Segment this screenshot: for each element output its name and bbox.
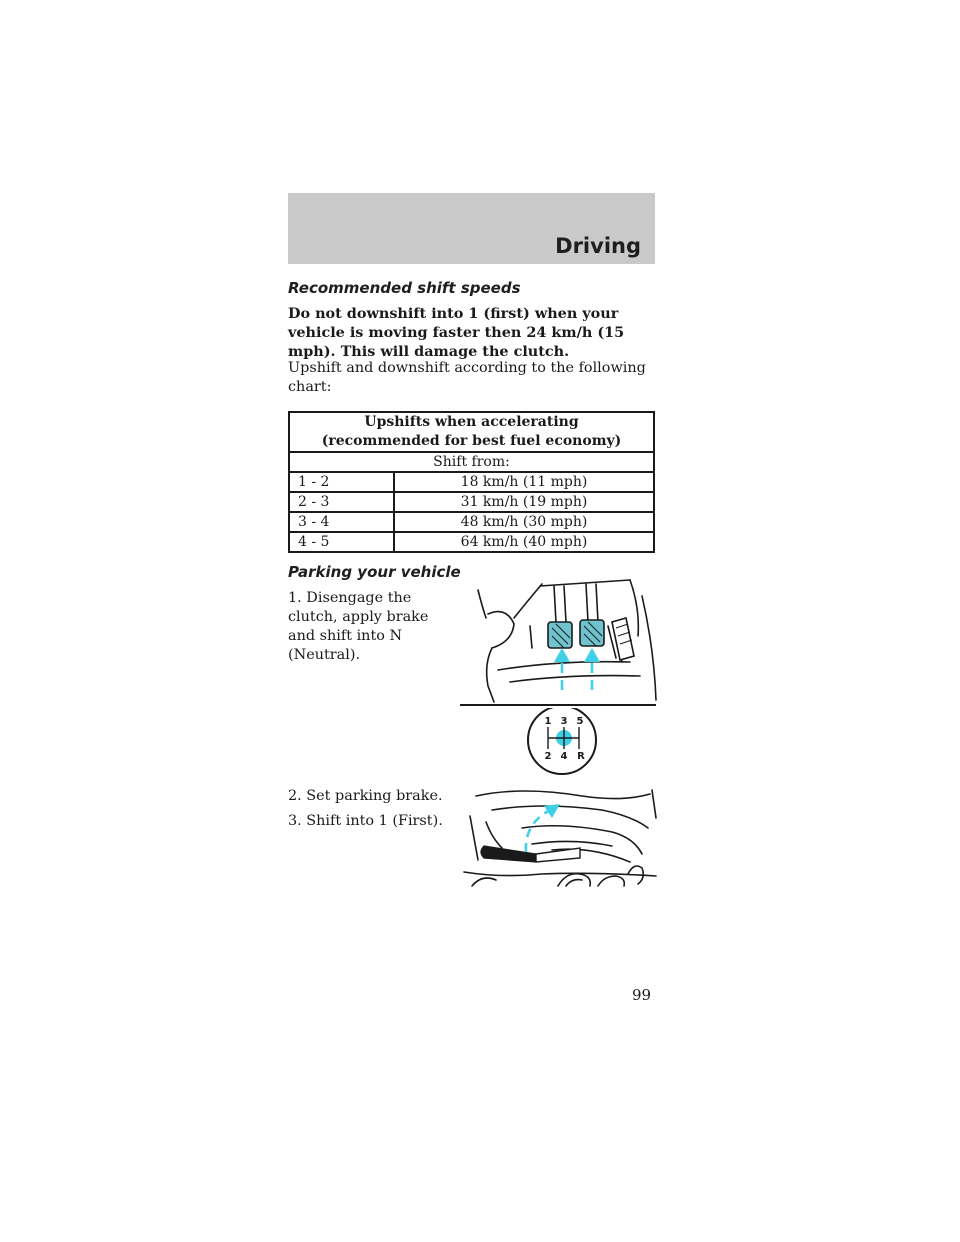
table-subheader-row: Shift from: xyxy=(288,451,655,473)
table-title-line2: (recommended for best fuel economy) xyxy=(321,433,622,449)
gear-cell: 3 - 4 xyxy=(288,511,395,533)
table-row: 1 - 2 18 km/h (11 mph) xyxy=(288,471,655,493)
accelerator-pedal xyxy=(611,616,635,662)
speed-cell: 18 km/h (11 mph) xyxy=(393,471,655,493)
parking-step-2: 2. Set parking brake. xyxy=(288,788,443,804)
gear-label-5: 5 xyxy=(577,716,584,727)
section-title: Driving xyxy=(555,234,641,258)
downshift-warning: Do not downshift into 1 (first) when you… xyxy=(288,305,625,360)
parking-brake-illustration xyxy=(463,789,657,887)
table-row: 4 - 5 64 km/h (40 mph) xyxy=(288,531,655,553)
speed-cell: 48 km/h (30 mph) xyxy=(393,511,655,533)
brake-pedal xyxy=(579,619,605,647)
gear-label-3: 3 xyxy=(561,716,568,727)
gear-label-4: 4 xyxy=(561,751,568,762)
pedal-arrows xyxy=(554,648,600,690)
parking-step-1: 1. Disengage the clutch, apply brake and… xyxy=(288,590,429,663)
gear-label-2: 2 xyxy=(545,751,552,762)
speed-cell: 31 km/h (19 mph) xyxy=(393,491,655,513)
clutch-pedal xyxy=(547,621,573,649)
gear-cell: 4 - 5 xyxy=(288,531,395,553)
table-title-row: Upshifts when accelerating (recommended … xyxy=(288,411,655,453)
parking-step-3: 3. Shift into 1 (First). xyxy=(288,813,443,829)
gear-shift-pattern-diagram: 1 3 5 2 4 R xyxy=(527,708,597,775)
gear-cell: 1 - 2 xyxy=(288,471,395,493)
gear-label-r: R xyxy=(577,751,585,762)
gear-cell: 2 - 3 xyxy=(288,491,395,513)
table-subheader: Shift from: xyxy=(288,451,655,473)
table-row: 3 - 4 48 km/h (30 mph) xyxy=(288,511,655,533)
shift-speeds-heading: Recommended shift speeds xyxy=(288,279,521,297)
speed-cell: 64 km/h (40 mph) xyxy=(393,531,655,553)
page-number: 99 xyxy=(632,986,652,1004)
figure-divider-line xyxy=(460,704,656,706)
table-title-line1: Upshifts when accelerating xyxy=(364,414,579,430)
shift-intro-text: Upshift and downshift according to the f… xyxy=(288,360,646,395)
table-title: Upshifts when accelerating (recommended … xyxy=(288,411,655,453)
shift-speed-table: Upshifts when accelerating (recommended … xyxy=(288,411,655,553)
parking-heading: Parking your vehicle xyxy=(288,563,461,581)
lever-pull-arrow xyxy=(524,804,560,853)
parking-brake-lever xyxy=(480,845,581,863)
pedals-illustration xyxy=(477,579,657,703)
section-header-band: Driving xyxy=(288,193,655,264)
gear-label-1: 1 xyxy=(545,716,552,727)
table-row: 2 - 3 31 km/h (19 mph) xyxy=(288,491,655,513)
